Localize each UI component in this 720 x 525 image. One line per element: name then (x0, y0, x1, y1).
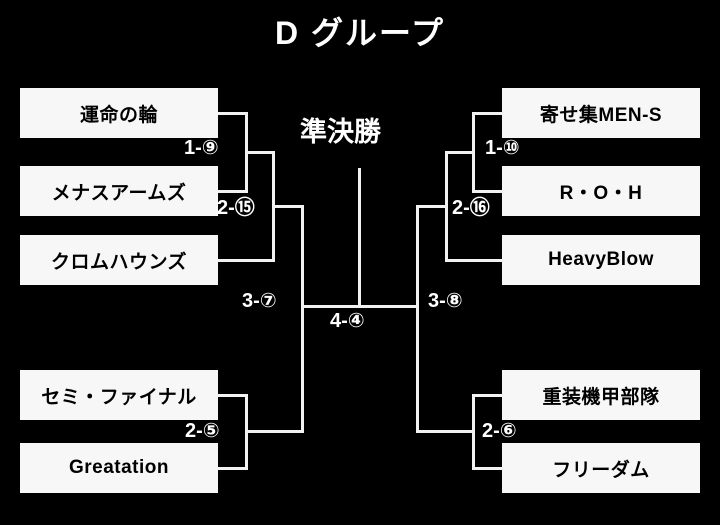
connector-right-r3-out (358, 305, 418, 308)
connector-right-r1-bottom (472, 190, 504, 193)
connector-left-r3-out (301, 305, 361, 308)
connector-left-bottom-r2-out (245, 430, 304, 433)
match-label-right-r2: 2-⑯ (452, 197, 490, 219)
connector-right-r1-out (445, 151, 475, 154)
team-box-right-bottom-1[interactable]: 重装機甲部隊 (502, 370, 700, 420)
team-box-left-top-1[interactable]: 運命の輪 (20, 88, 218, 138)
connector-left-bottom-r2-bottom (218, 467, 248, 470)
team-box-left-bottom-2[interactable]: Greatation (20, 443, 218, 493)
connector-left-r3-vertical (301, 205, 304, 433)
match-label-final: 4-④ (330, 310, 365, 332)
team-box-left-top-3[interactable]: クロムハウンズ (20, 235, 218, 285)
connector-final-stem (358, 168, 361, 308)
connector-right-r1-top (472, 112, 504, 115)
connector-left-r1-out (245, 151, 275, 154)
connector-left-r2-out (272, 205, 304, 208)
round-label-semifinal: 準決勝 (300, 117, 381, 147)
page-title: D グループ (274, 15, 446, 51)
connector-right-r2-out (416, 205, 448, 208)
match-label-left-r2: 2-⑮ (217, 197, 255, 219)
connector-right-bottom-r2-top (472, 394, 504, 397)
match-label-right-r3: 3-⑧ (428, 290, 463, 312)
connector-right-bottom-r2-out (416, 430, 475, 433)
team-box-right-top-1[interactable]: 寄せ集MEN-S (502, 88, 700, 138)
connector-left-r1-bottom (218, 190, 248, 193)
connector-left-r2-bottom (218, 259, 275, 262)
match-label-right-r1: 1-⑩ (485, 137, 520, 159)
connector-right-r2-bottom (445, 259, 504, 262)
team-box-left-bottom-1[interactable]: セミ・ファイナル (20, 370, 218, 420)
match-label-left-r1: 1-⑨ (184, 137, 219, 159)
match-label-right-bottom-r2: 2-⑥ (482, 420, 517, 442)
connector-left-r1-top (218, 112, 248, 115)
match-label-left-bottom-r2: 2-⑤ (185, 420, 220, 442)
connector-left-bottom-r2-top (218, 394, 248, 397)
team-box-right-top-3[interactable]: HeavyBlow (502, 235, 700, 285)
team-box-right-bottom-2[interactable]: フリーダム (502, 443, 700, 493)
match-label-left-r3: 3-⑦ (242, 290, 277, 312)
connector-right-r3-vertical (416, 205, 419, 433)
connector-right-bottom-r2-bottom (472, 467, 504, 470)
team-box-right-top-2[interactable]: R・O・H (502, 166, 700, 216)
team-box-left-top-2[interactable]: メナスアームズ (20, 166, 218, 216)
